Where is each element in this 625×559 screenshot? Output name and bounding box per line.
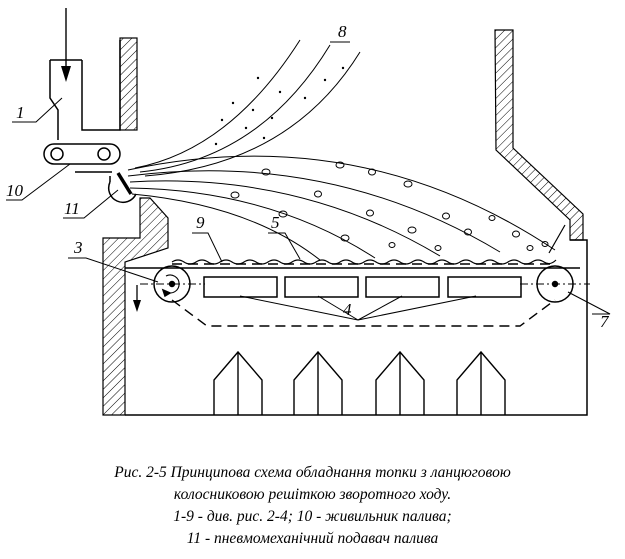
label-5: 5 (271, 213, 280, 232)
air-boxes (203, 276, 522, 298)
label-7: 7 (600, 312, 610, 331)
caption-line-3: 1-9 - див. рис. 2-4; 10 - живильник пали… (173, 508, 452, 525)
coal-lumps (230, 161, 549, 251)
label-9: 9 (196, 213, 205, 232)
rear-wall (494, 29, 584, 241)
label-3: 3 (73, 238, 83, 257)
fuel-layer (171, 259, 557, 265)
label-4: 4 (343, 300, 352, 319)
fuel-trajectories (127, 155, 556, 261)
front-wall-upper (119, 37, 138, 131)
furnace-scheme: 1 10 11 3 9 5 4 7 8 (6, 8, 611, 416)
caption-line-2: колосниковою решіткою зворотного ходу. (173, 486, 452, 503)
pneumatic-thrower (75, 171, 137, 204)
front-wall-lower (102, 197, 169, 416)
label-1: 1 (16, 103, 25, 122)
leader-lines (6, 41, 611, 321)
label-10: 10 (6, 181, 24, 200)
label-11: 11 (64, 199, 80, 218)
fine-particles (214, 66, 345, 146)
ash-hoppers (213, 350, 506, 415)
ash-chamber (125, 239, 588, 416)
caption-line-4: 11 - пневмомеханічний подавач палива (186, 530, 439, 547)
fuel-hopper (49, 40, 121, 140)
caption-line-1: Рис. 2-5 Принципова схема обладнання топ… (114, 464, 511, 481)
down-arrow (133, 285, 141, 312)
grate-chain (171, 263, 556, 327)
figure-caption: Рис. 2-5 Принципова схема обладнання топ… (0, 462, 625, 550)
rear-wall-gap (548, 224, 566, 254)
label-8: 8 (338, 22, 347, 41)
fuel-feeder (43, 143, 121, 165)
fine-particle-flows (134, 39, 361, 177)
feed-arrow (61, 8, 71, 82)
